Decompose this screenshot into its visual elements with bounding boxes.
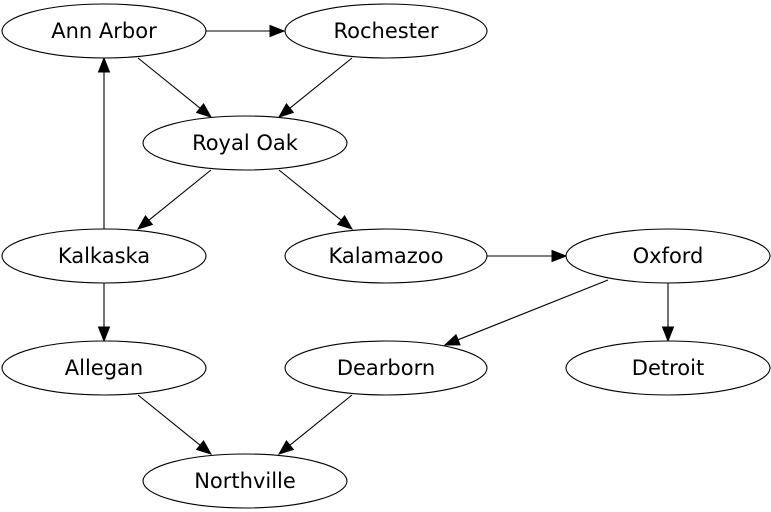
edge-line: [289, 57, 353, 109]
node-label: Kalkaska: [58, 244, 150, 268]
edge-kalamazoo-to-oxford: [487, 249, 568, 263]
edge-oxford-to-detroit: [661, 283, 675, 343]
edge-ann-arbor-to-royal-oak: [137, 57, 213, 118]
arrowhead-icon: [97, 326, 111, 343]
edge-allegan-to-northville: [137, 394, 213, 455]
node-ellipse: [284, 340, 488, 396]
arrowhead-icon: [443, 333, 461, 346]
edge-line: [148, 169, 212, 221]
node-label: Rochester: [334, 19, 439, 43]
node-ellipse: [1, 340, 207, 396]
edge-rochester-to-royal-oak: [277, 57, 353, 118]
node-ellipse: [142, 453, 348, 509]
node-ellipse: [284, 3, 488, 59]
node-kalkaska: Kalkaska: [1, 228, 207, 284]
edge-ann-arbor-to-rochester: [206, 24, 286, 38]
node-ellipse: [565, 228, 771, 284]
arrowhead-icon: [195, 103, 213, 118]
node-ellipse: [284, 228, 488, 284]
node-rochester: Rochester: [284, 3, 488, 59]
node-label: Northville: [194, 469, 296, 493]
node-label: Dearborn: [337, 356, 435, 380]
arrowhead-icon: [661, 326, 675, 343]
node-northville: Northville: [142, 453, 348, 509]
edge-line: [137, 57, 201, 109]
node-oxford: Oxford: [565, 228, 771, 284]
arrowhead-icon: [97, 56, 111, 73]
edge-line: [137, 394, 201, 446]
node-ellipse: [565, 340, 771, 396]
node-label: Kalamazoo: [328, 244, 443, 268]
arrowhead-icon: [277, 440, 295, 455]
edge-line: [289, 394, 353, 446]
node-label: Oxford: [633, 244, 704, 268]
arrowhead-icon: [277, 103, 295, 118]
arrowhead-icon: [195, 440, 213, 455]
edge-kalkaska-to-ann-arbor: [97, 56, 111, 229]
edge-kalkaska-to-allegan: [97, 283, 111, 343]
node-allegan: Allegan: [1, 340, 207, 396]
arrowhead-icon: [551, 249, 568, 263]
node-kalamazoo: Kalamazoo: [284, 228, 488, 284]
edge-oxford-to-dearborn: [443, 279, 609, 346]
edge-royal-oak-to-kalamazoo: [278, 169, 354, 230]
node-detroit: Detroit: [565, 340, 771, 396]
node-label: Royal Oak: [192, 131, 299, 155]
node-ellipse: [1, 3, 207, 59]
node-royal-oak: Royal Oak: [142, 115, 348, 171]
edge-dearborn-to-northville: [277, 394, 353, 455]
edge-line: [278, 169, 342, 221]
node-label: Allegan: [65, 356, 143, 380]
node-ellipse: [1, 228, 207, 284]
arrowhead-icon: [136, 215, 154, 230]
arrowhead-icon: [336, 215, 354, 230]
node-ann-arbor: Ann Arbor: [1, 3, 207, 59]
edge-royal-oak-to-kalkaska: [136, 169, 212, 230]
arrowhead-icon: [269, 24, 286, 38]
edge-line: [457, 279, 609, 341]
node-label: Detroit: [632, 356, 704, 380]
edges-layer: [97, 24, 675, 455]
node-ellipse: [142, 115, 348, 171]
node-label: Ann Arbor: [51, 19, 157, 43]
node-dearborn: Dearborn: [284, 340, 488, 396]
